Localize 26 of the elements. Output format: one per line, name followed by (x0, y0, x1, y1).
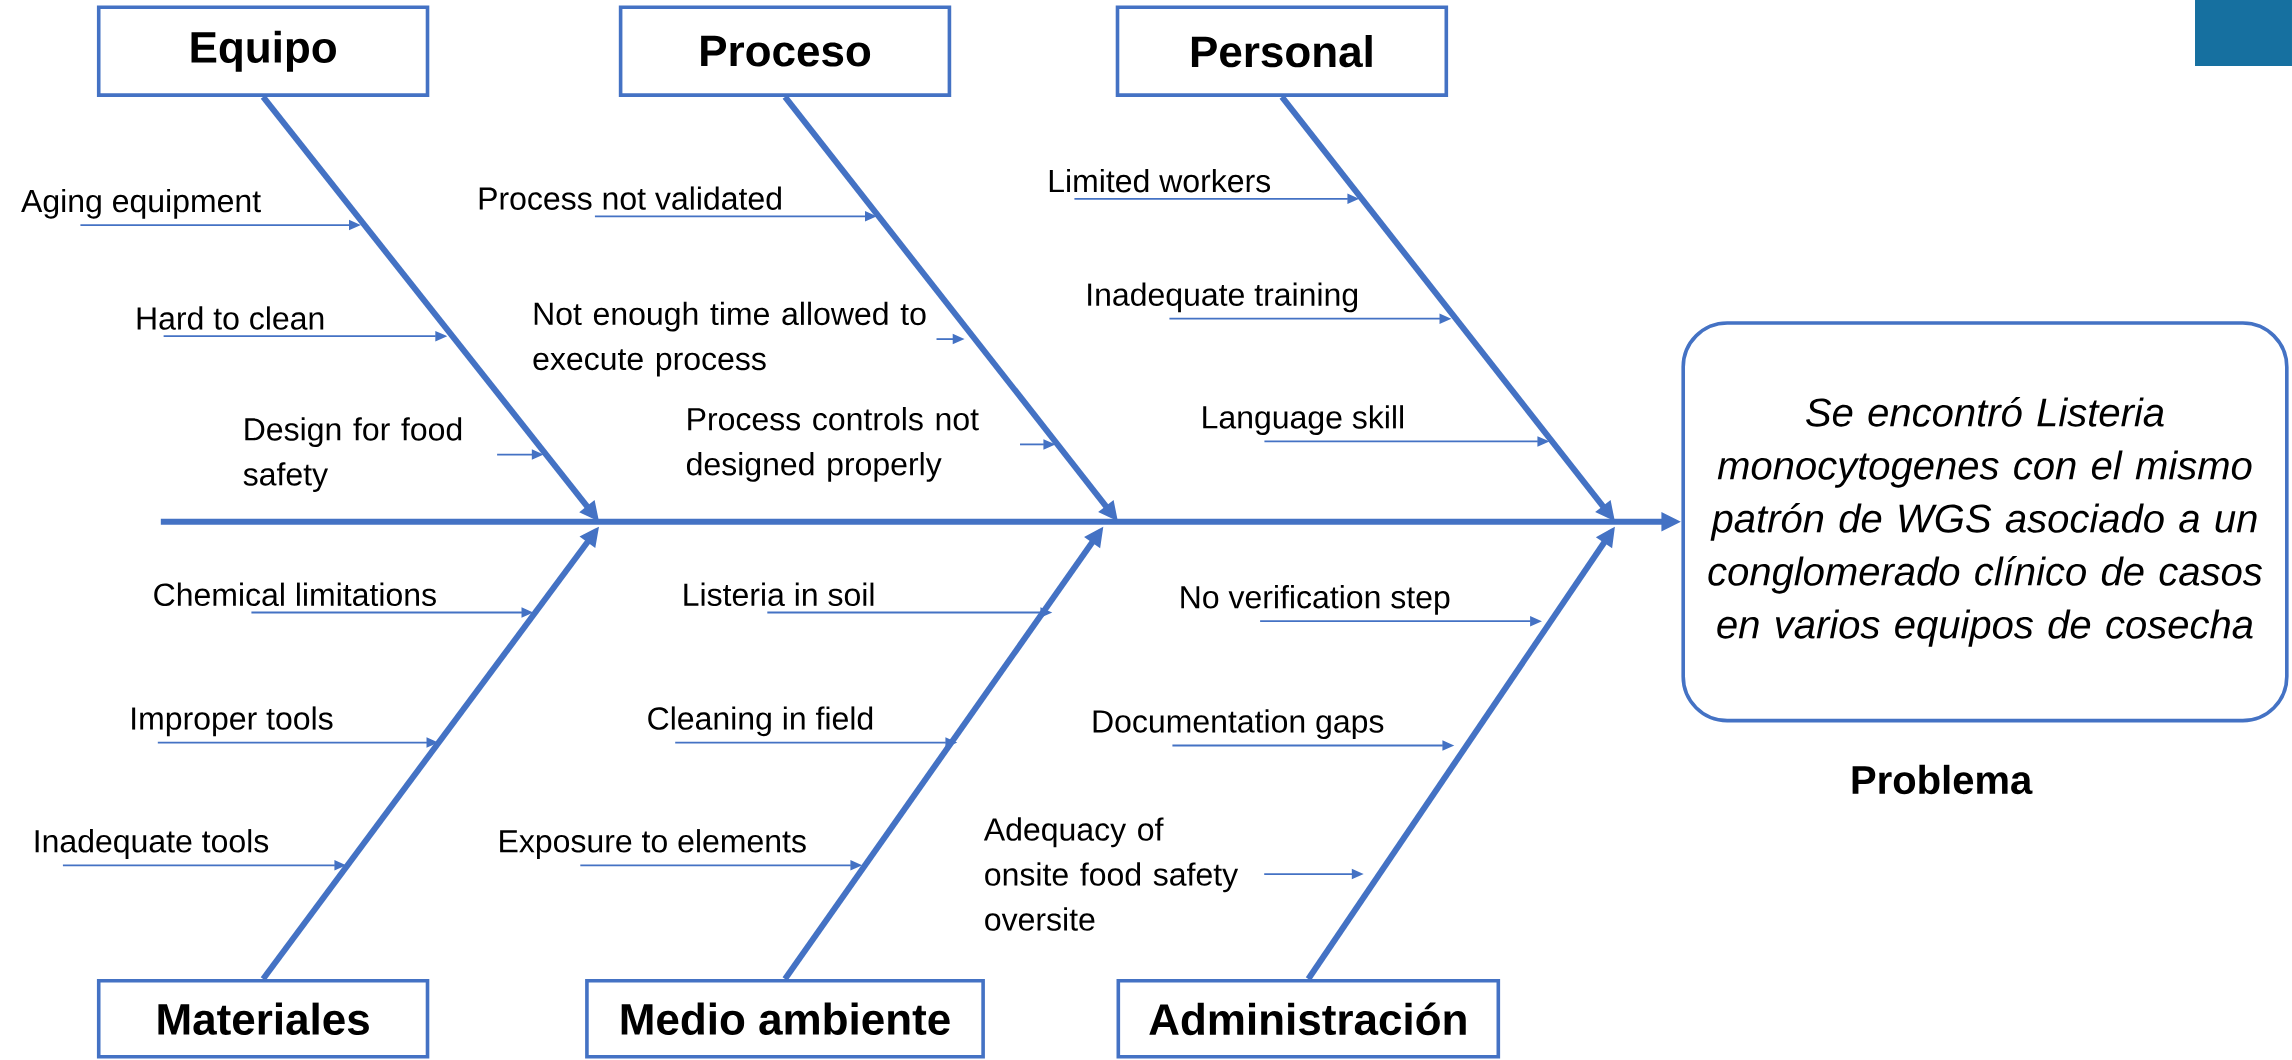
cause-label: Inadequate tools (35, 829, 269, 859)
cause-label: Documentation gaps (1093, 709, 1384, 740)
cause-label: Limited workers (1049, 168, 1271, 193)
category-box: Equipo (96, 5, 430, 97)
cause-label: Cleaning in field (648, 706, 873, 737)
cause-label: Improper tools (132, 706, 333, 737)
category-box: Administración (1116, 979, 1501, 1059)
problem-label: Problema (1852, 764, 2033, 795)
cause-label: Hard to clean (137, 306, 324, 330)
cause-label: Listeria in soil (684, 582, 874, 607)
category-box: Materiales (96, 979, 430, 1059)
category-box: Medio ambiente (585, 979, 985, 1059)
cause-label: Not enough time allowed to execute process (533, 301, 926, 377)
cause-label: Design for food safety (243, 417, 462, 492)
cause-label: Chemical limitations (154, 582, 436, 607)
cause-label: Process controls not designed properly (686, 407, 979, 482)
cause-label: Language skill (1203, 405, 1403, 435)
cause-label: Aging equipment (21, 188, 261, 219)
cause-label: Exposure to elements (500, 829, 806, 859)
problem-box: Se encontró Listeria monocytogenes con el mismo patrón de WGS asociado a un conglomerado clínico de casos en varios equipos de cosecha (1681, 321, 2289, 723)
category-box: Personal (1115, 5, 1449, 97)
category-box: Proceso (618, 5, 952, 97)
cause-label: Adequacy of onsite food safety oversite (983, 817, 1239, 931)
cause-label: Inadequate training (1088, 282, 1358, 313)
cause-label: Process not validated (479, 186, 781, 210)
cause-label: No verification step (1181, 585, 1450, 615)
